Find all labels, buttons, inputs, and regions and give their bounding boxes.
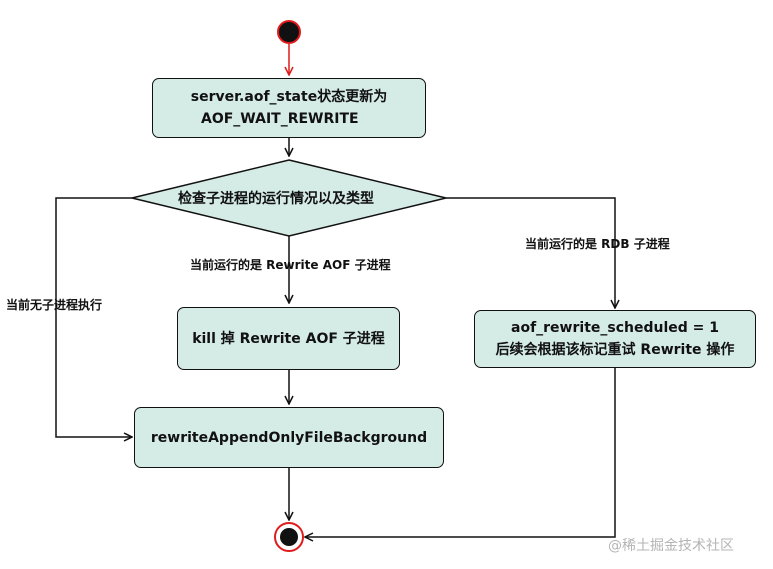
- schedule-line1: aof_rewrite_scheduled = 1: [511, 320, 719, 336]
- update-state-line1: server.aof_state状态更新为: [190, 89, 388, 105]
- schedule-node: aof_rewrite_scheduled = 1 后续会根据该标记重试 Rew…: [474, 310, 756, 368]
- edge-label-rewrite-aof: 当前运行的是 Rewrite AOF 子进程: [190, 258, 391, 272]
- edge-label-rdb: 当前运行的是 RDB 子进程: [525, 237, 670, 251]
- schedule-line2: 后续会根据该标记重试 Rewrite 操作: [495, 342, 735, 358]
- edge-check-to-schedule: [446, 197, 615, 308]
- rewrite-bg-node: rewriteAppendOnlyFileBackground: [134, 407, 444, 468]
- rewrite-bg-label: rewriteAppendOnlyFileBackground: [150, 429, 428, 446]
- check-child-label: 检查子进程的运行情况以及类型: [178, 191, 374, 207]
- watermark: @稀土掘金技术社区: [608, 538, 734, 554]
- edge-schedule-to-end: [305, 368, 616, 537]
- end-node-inner: [280, 528, 298, 546]
- kill-rewrite-node: kill 掉 Rewrite AOF 子进程: [177, 307, 400, 370]
- start-node: [277, 20, 301, 44]
- update-state-node: server.aof_state状态更新为 AOF_WAIT_REWRITE: [152, 78, 426, 138]
- update-state-line2: AOF_WAIT_REWRITE: [201, 111, 359, 127]
- edge-label-no-child: 当前无子进程执行: [6, 298, 103, 312]
- edge-check-to-rewrite-bg: [55, 197, 132, 437]
- kill-rewrite-label: kill 掉 Rewrite AOF 子进程: [192, 330, 385, 347]
